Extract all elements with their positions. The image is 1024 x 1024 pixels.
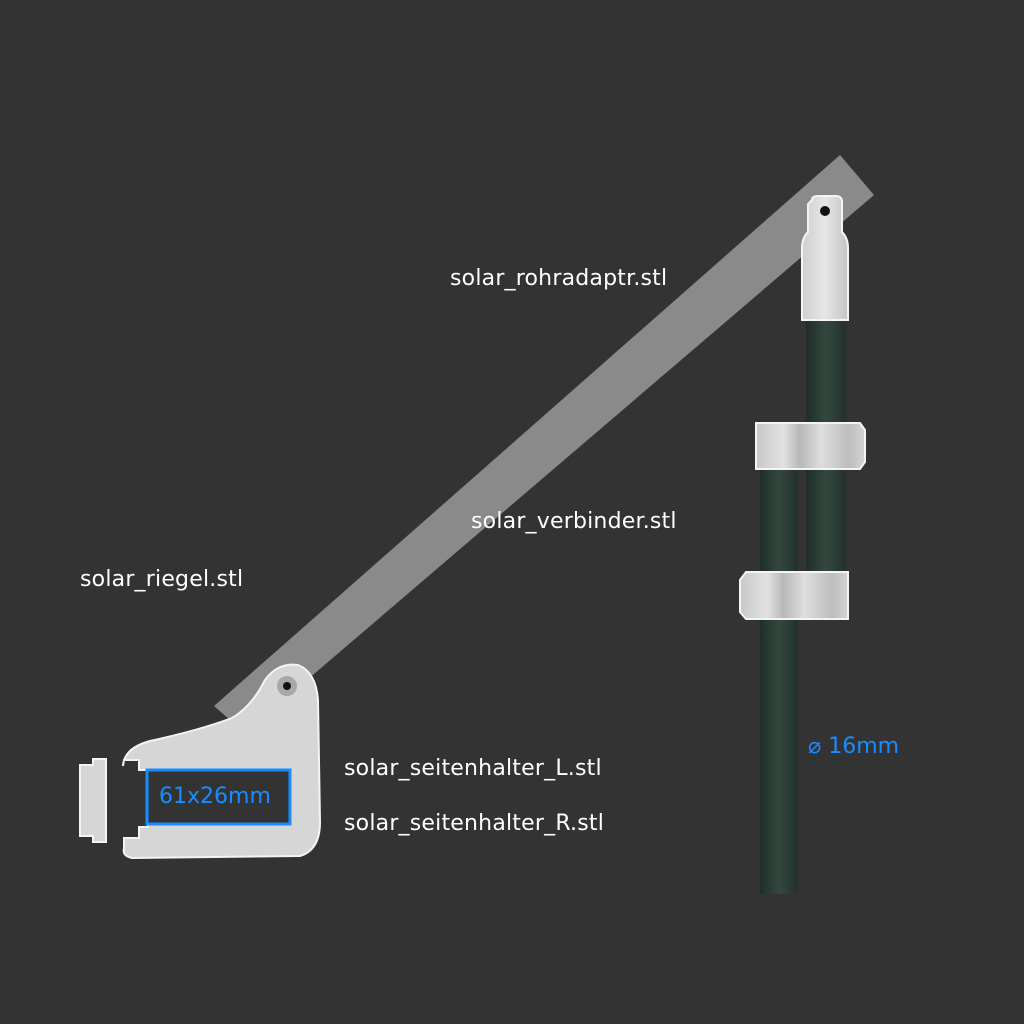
verbinder-clamp-lower [739, 571, 849, 620]
verbinder-clamp-upper [755, 422, 866, 470]
panel-dimension-label: 61x26mm [159, 784, 271, 809]
label-seitenhalter-l: solar_seitenhalter_L.stl [344, 756, 602, 781]
rohradapter-part [801, 195, 849, 321]
label-seitenhalter-r: solar_seitenhalter_R.stl [344, 811, 605, 836]
seitenhalter-end-cap [79, 758, 107, 843]
seitenhalter-part [79, 663, 322, 860]
label-verbinder: solar_verbinder.stl [471, 509, 677, 534]
panel-profile-box [145, 768, 292, 826]
tube-diameter-label: ⌀ 16mm [808, 734, 900, 759]
label-rohradapter: solar_rohradaptr.stl [450, 266, 668, 291]
tube-front [760, 468, 798, 894]
riegel-bar [214, 155, 874, 733]
label-riegel: solar_riegel.stl [80, 567, 244, 592]
